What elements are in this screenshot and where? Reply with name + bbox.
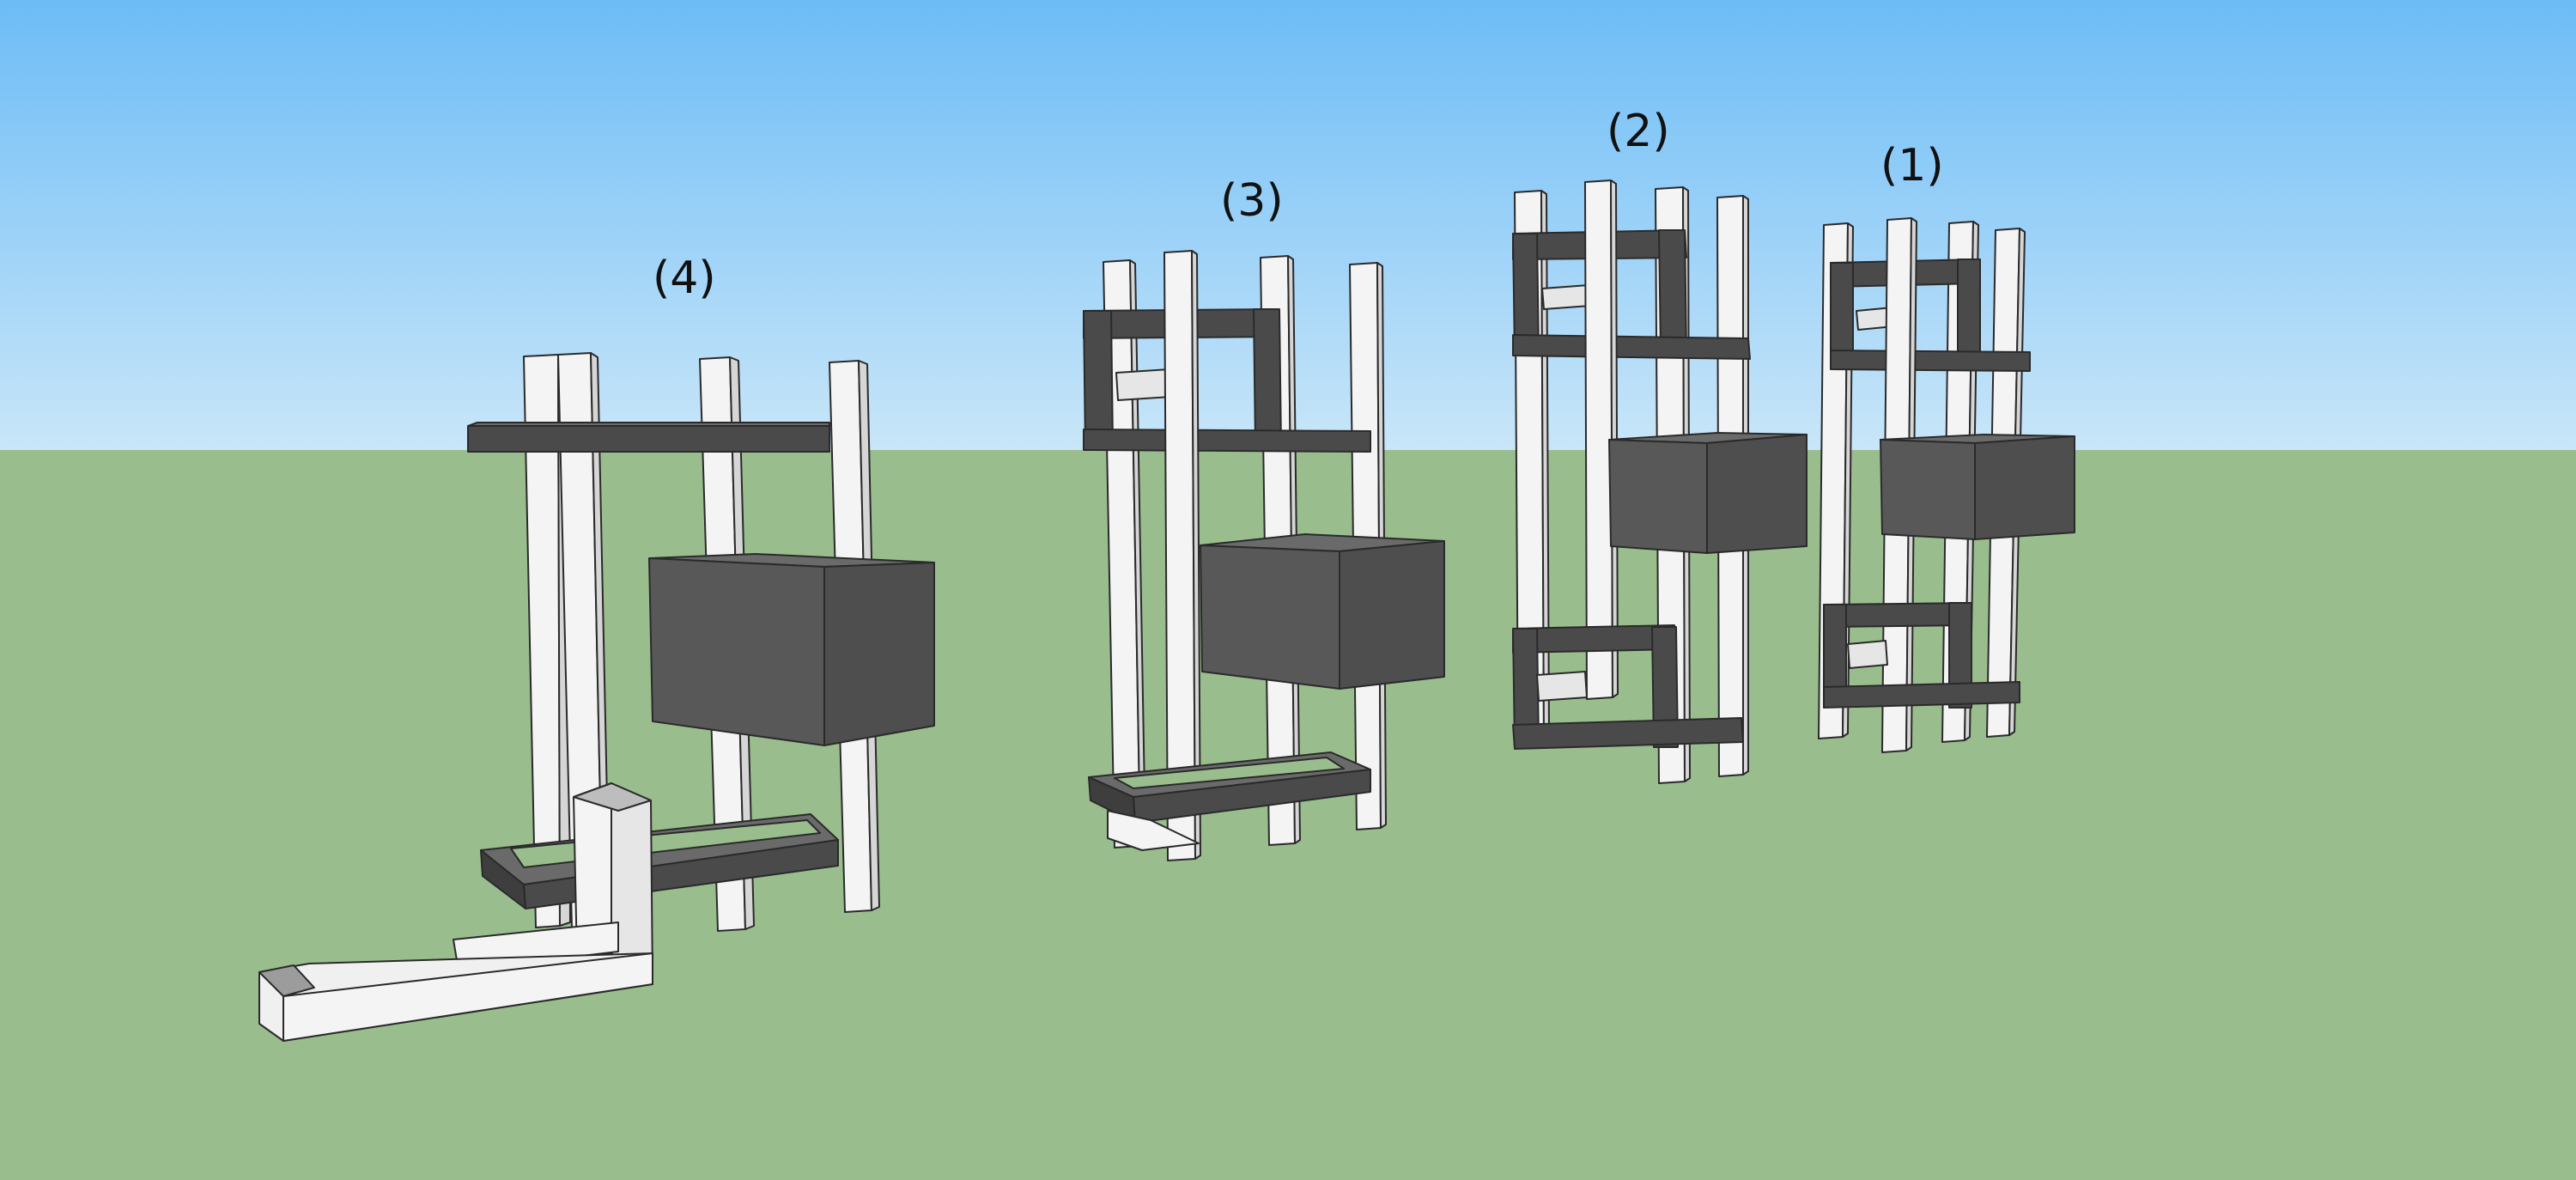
model-1-box <box>1880 434 2075 540</box>
model-2-box <box>1608 432 1807 554</box>
model-4-top-bar <box>467 422 830 453</box>
model-1-upper-frame <box>1830 259 2031 372</box>
model-3-label: (3) <box>1220 175 1284 227</box>
model-4-l-beam-vertical <box>573 782 653 985</box>
model-3-bottom-frame <box>1088 751 1371 824</box>
model-1-lower-frame <box>1823 602 2020 709</box>
model-4-label: (4) <box>653 252 716 304</box>
model-3-upper-frame <box>1083 308 1371 453</box>
model-3-foot <box>1107 810 1200 851</box>
model-2[interactable] <box>1512 179 1807 784</box>
model-3-post-2 <box>1163 250 1201 861</box>
model-1-label: (1) <box>1880 140 1944 192</box>
model-4[interactable] <box>258 352 935 1042</box>
model-4-box <box>648 553 935 746</box>
model-4-l-beam-foot <box>258 921 653 1042</box>
model-3[interactable] <box>1083 250 1445 861</box>
model-1[interactable] <box>1818 217 2075 753</box>
model-3-box <box>1200 533 1445 690</box>
model-2-lower-frame <box>1512 624 1744 750</box>
model-2-label: (2) <box>1607 106 1670 157</box>
